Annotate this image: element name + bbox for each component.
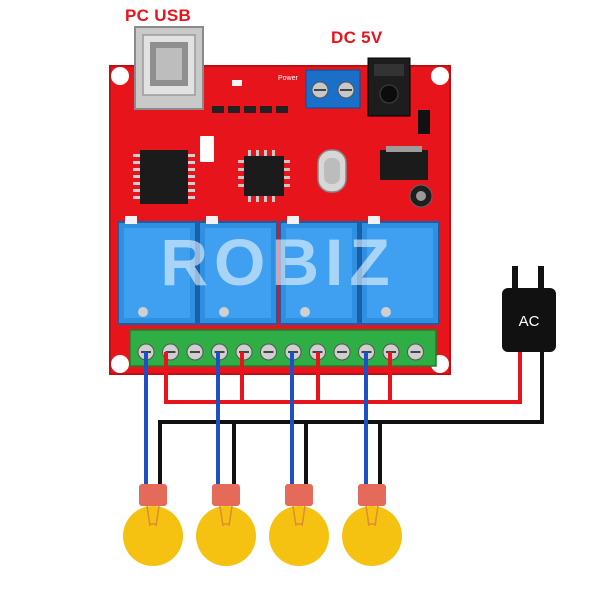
bulb-socket	[212, 484, 240, 506]
light-bulb	[342, 484, 402, 566]
bulbs	[123, 484, 402, 566]
smd-resistors	[212, 106, 288, 113]
bulb-socket	[285, 484, 313, 506]
relay-led	[206, 216, 218, 224]
bulb-glass	[123, 506, 183, 566]
ac-plug-body	[502, 288, 556, 352]
power-silkscreen: Power	[278, 75, 299, 82]
diode	[418, 110, 430, 134]
load-terminal-block	[129, 329, 437, 367]
mounting-hole	[111, 67, 129, 85]
relay-k4	[360, 216, 440, 325]
voltage-regulator	[380, 146, 428, 180]
bulb-filament	[219, 505, 233, 527]
ac-label: AC	[519, 313, 540, 330]
relay-k1	[117, 216, 197, 325]
mounting-hole	[111, 355, 129, 373]
power-led	[232, 80, 242, 86]
wiring	[144, 340, 544, 488]
neutral-wire	[158, 340, 544, 488]
dc-5v-label: DC 5V	[331, 28, 383, 47]
dc-jack	[367, 57, 411, 117]
dc-terminal-block	[305, 69, 361, 109]
relay-led	[287, 216, 299, 224]
bulb-glass	[196, 506, 256, 566]
electrolytic-capacitor	[409, 184, 433, 208]
relay-k2	[198, 216, 278, 325]
pc-usb-label: PC USB	[125, 6, 192, 25]
crystal-oscillator	[317, 149, 347, 193]
relay-board: Power	[109, 26, 451, 375]
live-wire	[164, 340, 522, 404]
usb-connector	[134, 26, 204, 110]
usb-serial-chip	[133, 150, 195, 204]
relay-k3	[279, 216, 359, 325]
light-bulb	[123, 484, 183, 566]
bulb-filament	[146, 505, 160, 527]
microcontroller	[238, 150, 290, 202]
watermark-text: ROBIZ	[160, 225, 395, 299]
bulb-filament	[365, 505, 379, 527]
bulb-socket	[139, 484, 167, 506]
bulb-filament	[292, 505, 306, 527]
ac-plug: AC	[502, 266, 556, 352]
bulb-glass	[269, 506, 329, 566]
bulb-glass	[342, 506, 402, 566]
mounting-hole	[431, 67, 449, 85]
light-bulb	[196, 484, 256, 566]
relay-led	[368, 216, 380, 224]
relay-led	[125, 216, 137, 224]
bulb-socket	[358, 484, 386, 506]
light-bulb	[269, 484, 329, 566]
header-pins	[200, 136, 214, 162]
